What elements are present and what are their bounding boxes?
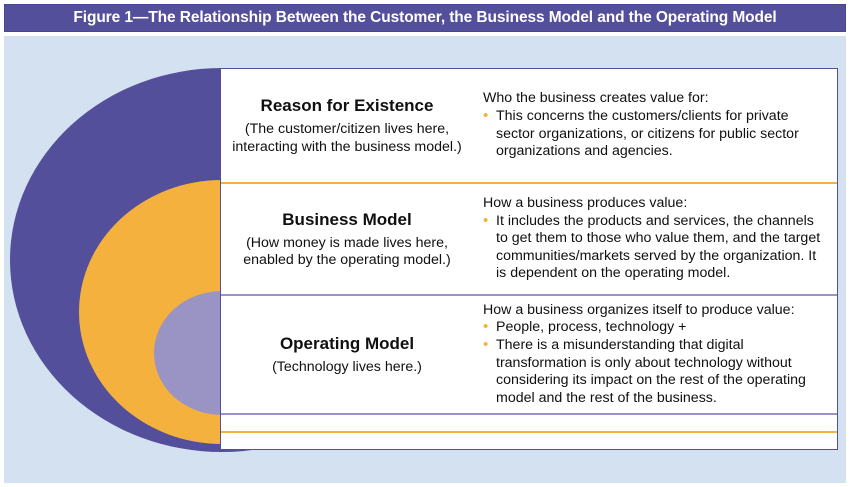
row-reason-for-existence: Reason for Existence (The customer/citiz… [221,69,837,182]
figure-canvas: Reason for Existence (The customer/citiz… [4,36,846,483]
subtext-business-model: (How money is made lives here, enabled b… [243,234,451,269]
description-cell-operating-model: How a business organizes itself to produ… [473,296,837,413]
row-business-model: Business Model (How money is made lives … [221,182,837,294]
strip-lower-orange [221,431,837,449]
description-cell-business-model: How a business produces value: It includ… [473,184,837,294]
bullet-list-business-model: It includes the products and services, t… [483,212,823,283]
figure-title-bar: Figure 1—The Relationship Between the Cu… [4,4,846,32]
content-panel: Reason for Existence (The customer/citiz… [220,68,838,450]
subtext-reason-for-existence: (The customer/citizen lives here, intera… [232,121,462,155]
row-operating-model: Operating Model (Technology lives here.)… [221,294,837,413]
list-item: This concerns the customers/clients for … [483,107,823,161]
heading-business-model: Business Model [282,209,412,229]
lead-operating-model: How a business organizes itself to produ… [483,301,795,318]
list-item: It includes the products and services, t… [483,212,823,283]
description-cell-reason-for-existence: Who the business creates value for: This… [473,69,837,182]
figure-title: Figure 1—The Relationship Between the Cu… [73,9,777,26]
strip-lower-purple [221,413,837,431]
label-cell-business-model: Business Model (How money is made lives … [221,184,473,294]
list-item: There is a misunderstanding that digital… [483,336,823,407]
subtext-operating-model: (Technology lives here.) [272,358,422,375]
lead-business-model: How a business produces value: [483,194,688,211]
label-cell-reason-for-existence: Reason for Existence (The customer/citiz… [221,69,473,182]
heading-operating-model: Operating Model [279,333,415,353]
label-cell-operating-model: Operating Model (Technology lives here.) [221,296,473,413]
bullet-list-reason-for-existence: This concerns the customers/clients for … [483,107,823,161]
heading-reason-for-existence: Reason for Existence [260,96,434,116]
list-item: People, process, technology + [483,318,823,337]
bullet-list-operating-model: People, process, technology + There is a… [483,318,823,407]
lead-reason-for-existence: Who the business creates value for: [483,90,709,107]
